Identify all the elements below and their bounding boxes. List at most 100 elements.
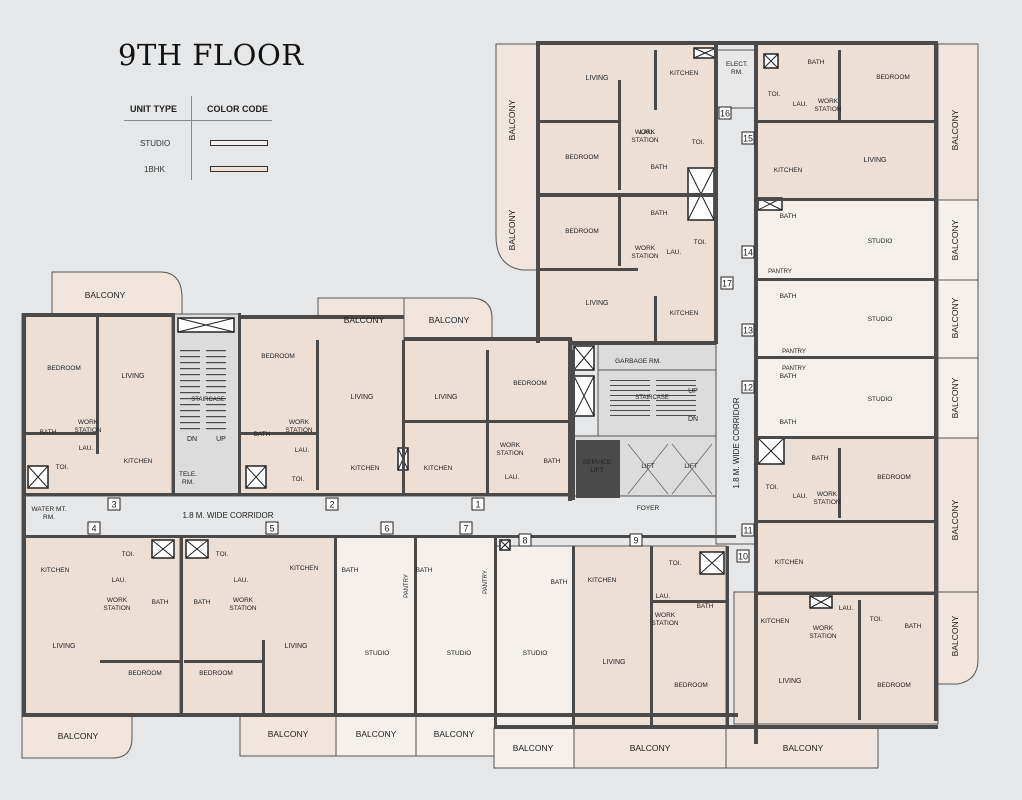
outer-wall <box>538 41 938 45</box>
legend-divider-vertical <box>191 96 192 180</box>
lau-label-9: LAU. <box>793 493 808 500</box>
duct-5-cross <box>693 47 717 59</box>
unit-number-box-5 <box>265 521 279 535</box>
unit-number-17: 17 <box>722 279 732 289</box>
interior-wall <box>758 436 938 439</box>
unit-number-7: 7 <box>463 524 468 534</box>
outer-wall <box>240 315 404 319</box>
lau-label-1: LAU. <box>667 249 682 256</box>
interior-wall <box>650 600 726 603</box>
unit-number-box-11 <box>741 523 755 537</box>
stair-tread <box>180 410 200 412</box>
unit-number-box-10 <box>736 549 750 563</box>
stair-tread <box>610 390 650 391</box>
stair-tread <box>206 374 226 376</box>
unit-number-box-1 <box>471 497 485 511</box>
stair-tread <box>656 390 696 391</box>
stair-tread <box>180 362 200 364</box>
legend-divider-horizontal <box>124 120 272 121</box>
lau-label-7: LAU. <box>234 577 249 584</box>
kitchen-label-8: KITCHEN <box>588 577 617 584</box>
unit-number-5: 5 <box>269 524 274 534</box>
stair-tread <box>180 428 200 430</box>
balcony-bottom-1 <box>21 715 133 759</box>
bath-label-15: BATH <box>416 567 433 574</box>
unit-number-12: 12 <box>743 383 753 393</box>
balcony-left-top <box>51 271 183 315</box>
bath-label-4: BATH <box>780 293 797 300</box>
interior-wall <box>22 432 96 435</box>
balcony-label-5: BALCONY <box>950 109 960 150</box>
outer-wall <box>22 713 738 717</box>
stair-center-up: UP <box>688 388 698 395</box>
kitchen-label-6: KITCHEN <box>41 567 70 574</box>
interior-wall <box>238 313 241 495</box>
duct-0-cross <box>177 317 235 333</box>
balcony-right-1 <box>937 43 979 201</box>
balcony-label-14: BALCONY <box>434 729 475 739</box>
bedroom-label-7: BEDROOM <box>128 670 162 677</box>
bath-label-13: BATH <box>905 623 922 630</box>
balcony-label-10: BALCONY <box>950 615 960 656</box>
living-label-8: LIVING <box>603 659 626 666</box>
interior-wall <box>96 314 99 454</box>
toi-label-2: TOI. <box>768 91 781 98</box>
bedroom-label-3: BEDROOM <box>47 365 81 372</box>
staircase-center-label: STAIRCASE <box>635 395 669 401</box>
living-label-0: LIVING <box>586 75 609 82</box>
balcony-right-4 <box>937 357 979 439</box>
stair-tread <box>206 362 226 364</box>
staircase-left-label: STAIRCASE <box>191 397 225 403</box>
interior-wall <box>654 50 657 110</box>
balcony-label-6: BALCONY <box>950 219 960 260</box>
stair-tread <box>206 380 226 382</box>
stair-tread <box>206 428 226 430</box>
bath-label-6: BATH <box>812 455 829 462</box>
stair-tread <box>610 415 650 416</box>
work-station-label-8-b: STATION <box>651 620 679 627</box>
stair-tread <box>610 410 650 411</box>
interior-wall <box>838 50 841 120</box>
work-station-label-9-a: WORK <box>817 491 838 498</box>
work-station-label-5-b: STATION <box>496 450 524 457</box>
bath-label-10: BATH <box>152 599 169 606</box>
studio-label-4: STUDIO <box>447 650 472 657</box>
stair-tread <box>610 400 650 401</box>
outer-wall <box>572 341 716 345</box>
legend-header-unit: UNIT TYPE <box>130 104 178 114</box>
unit-8 <box>495 545 575 729</box>
living-label-3: LIVING <box>122 373 145 380</box>
kitchen-label-2: KITCHEN <box>774 167 803 174</box>
unit-11 <box>755 437 939 593</box>
toi-label-4: TOI. <box>292 476 305 483</box>
interior-wall <box>180 536 183 716</box>
living-label-1: LIVING <box>586 300 609 307</box>
interior-wall <box>654 296 657 342</box>
stair-tread <box>610 385 650 386</box>
work-station-label-10-b: STATION <box>809 633 837 640</box>
elect-room-label-a: ELECT. <box>726 61 748 68</box>
unit-number-box-8 <box>518 533 532 547</box>
legend-studio-label: STUDIO <box>140 139 171 148</box>
interior-wall <box>538 120 618 123</box>
duct-7-cross <box>573 345 595 371</box>
stair-tread <box>656 410 696 411</box>
unit-number-8: 8 <box>522 536 527 546</box>
garbage-room-label: GARBAGE RM. <box>615 358 661 365</box>
bedroom-label-9: BEDROOM <box>674 682 708 689</box>
service-lift-label-a: SERVICE <box>583 459 612 466</box>
balcony-label-0: BALCONY <box>85 290 126 300</box>
elect-room-label-b: RM. <box>731 69 743 76</box>
unit-number-box-12 <box>741 380 755 394</box>
toi-label-5: TOI. <box>122 551 135 558</box>
kitchen-label-7: KITCHEN <box>290 565 319 572</box>
lau-label-10: LAU. <box>839 605 854 612</box>
work-station-label-7-b: STATION <box>229 605 257 612</box>
stair-tread <box>206 410 226 412</box>
stair-core-center <box>597 369 717 437</box>
living-label-2: LIVING <box>864 157 887 164</box>
unit-number-1: 1 <box>475 500 480 510</box>
duct-4-cross <box>185 539 209 559</box>
stair-tread <box>180 386 200 388</box>
